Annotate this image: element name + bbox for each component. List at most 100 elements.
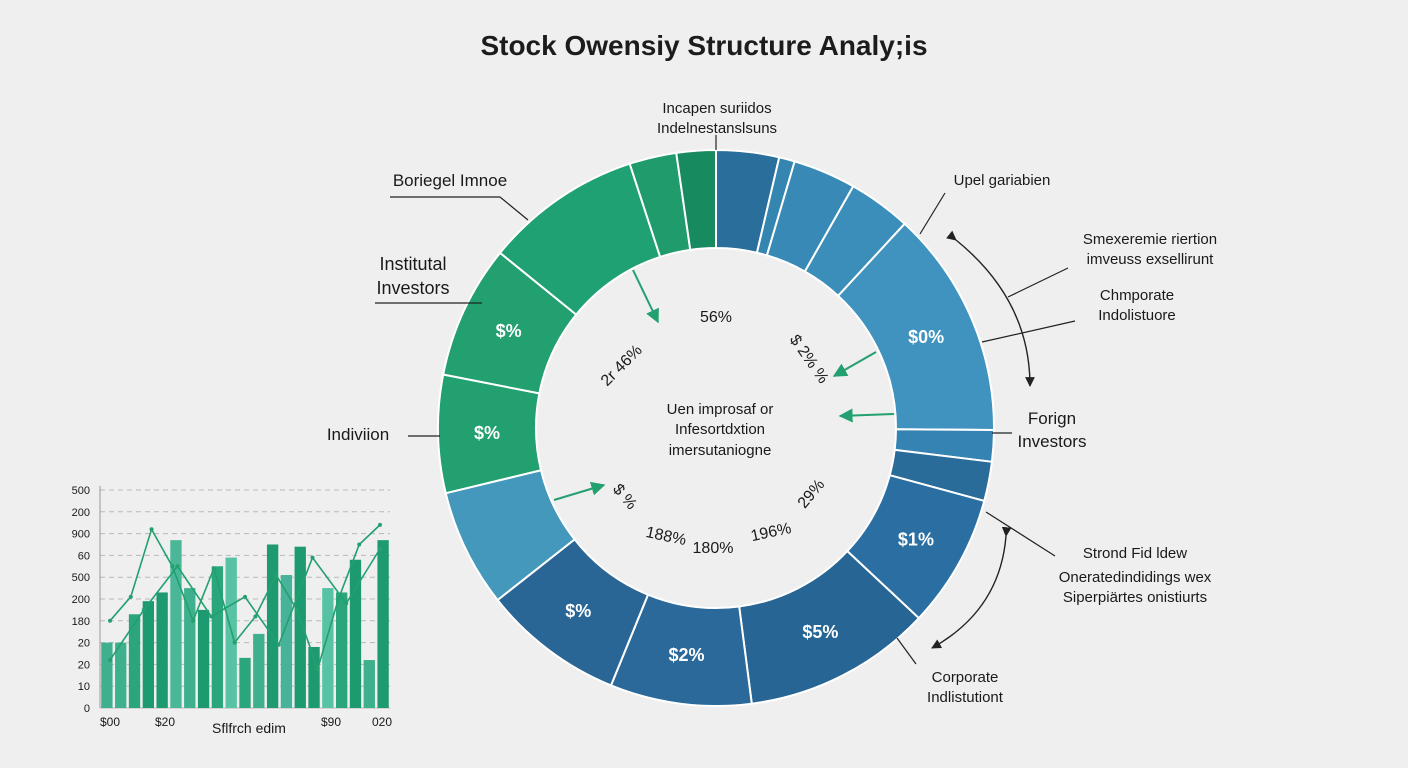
mini-line-point-1-4 — [243, 594, 247, 599]
mini-x-tick-3: 020 — [372, 715, 392, 729]
slice-label-13: $% — [496, 321, 522, 341]
mini-bar-14 — [294, 546, 306, 708]
mini-bar-19 — [363, 660, 375, 708]
leader-line-10 — [896, 637, 917, 665]
mini-line-point-0-6 — [232, 640, 237, 645]
mini-x-tick-2: $90 — [321, 715, 341, 729]
mini-line-point-0-13 — [378, 522, 382, 527]
mini-y-tick-10: 500 — [72, 485, 90, 497]
slice-label-10: $% — [565, 601, 591, 621]
smexeremie-label: Smexeremie riertion imveuss exsellirunt — [1082, 231, 1218, 269]
mini-line-point-0-7 — [253, 614, 258, 619]
slice-label-7: $1% — [898, 530, 934, 550]
mini-bar-6 — [184, 588, 196, 708]
mini-bar-18 — [349, 559, 362, 708]
mini-y-tick-6: 500 — [72, 572, 90, 584]
mini-y-tick-0: 0 — [84, 703, 90, 715]
mini-line-point-1-7 — [344, 601, 349, 606]
donut-slice-16 — [675, 148, 717, 251]
curved-arrow-lower — [931, 526, 1012, 649]
mini-line-point-0-1 — [128, 594, 133, 599]
mini-bar-1 — [115, 642, 127, 708]
strond-label: Strond Fid ldew — [1082, 545, 1188, 562]
mini-line-point-0-0 — [108, 618, 112, 623]
inner-percent-label-7: 29% — [795, 476, 829, 511]
mini-y-tick-3: 20 — [78, 638, 90, 650]
mini-x-tick-1: $20 — [155, 715, 175, 729]
leader-line-5 — [919, 192, 946, 235]
leader-line-6 — [1007, 267, 1069, 298]
mini-y-tick-9: 200 — [72, 507, 90, 519]
mini-x-axis-label: Sflfrch edim — [212, 720, 286, 736]
mini-bar-16 — [322, 588, 334, 708]
mini-bar-4 — [156, 592, 168, 708]
forign-investors-label: Forign Investors — [1017, 409, 1087, 451]
mini-y-tick-4: 180 — [72, 616, 90, 628]
mini-line-series-0 — [109, 524, 381, 672]
mini-y-tick-2: 20 — [78, 659, 90, 671]
curved-arrow-upper — [946, 230, 1035, 387]
mini-bar-20 — [377, 540, 389, 708]
mini-bar-5 — [170, 540, 182, 708]
leader-line-9 — [985, 511, 1056, 557]
mini-line-point-0-5 — [211, 566, 216, 571]
inner-percent-label-0: 56% — [700, 309, 732, 326]
leader-line-2 — [499, 196, 529, 221]
mini-line-point-1-5 — [276, 642, 281, 647]
mini-y-tick-7: 60 — [78, 550, 90, 562]
mini-line-point-1-1 — [141, 607, 146, 612]
mini-bar-0 — [101, 642, 113, 708]
mini-y-tick-8: 900 — [72, 529, 90, 541]
mini-line-point-1-6 — [310, 555, 315, 560]
mini-line-point-0-10 — [315, 666, 320, 671]
center-arrow-2 — [838, 408, 895, 423]
chmporate-label: Chmporate Indolistuore — [1098, 287, 1176, 325]
center-arrow-0 — [632, 269, 659, 324]
mini-line-point-0-8 — [274, 573, 279, 578]
center-arrow-3 — [553, 481, 606, 501]
mini-line-point-1-3 — [209, 614, 214, 619]
mini-bar-3 — [142, 601, 154, 708]
institutional-investors-label: Institutal Investors — [376, 254, 450, 299]
mini-x-tick-0: $00 — [100, 715, 120, 729]
mini-line-point-0-9 — [294, 607, 299, 612]
upel-label: Upel gariabien — [953, 172, 1051, 189]
indiviion-label: Indiviion — [326, 425, 390, 444]
slice-label-8: $5% — [802, 622, 838, 642]
mini-line-point-0-11 — [336, 597, 341, 601]
mini-bar-8 — [211, 566, 224, 708]
mini-bar-2 — [128, 614, 141, 708]
inner-percent-label-3: $ % — [609, 481, 640, 513]
inner-percent-label-1: 2r 46% — [598, 342, 646, 390]
mini-y-tick-1: 10 — [78, 681, 90, 693]
corporate-label: Corporate Indlistutiont — [927, 669, 1003, 707]
mini-bar-12 — [266, 544, 279, 708]
mini-line-point-1-2 — [175, 564, 180, 569]
mini-line-point-1-8 — [378, 546, 382, 551]
inner-percent-label-6: 196% — [749, 520, 793, 545]
onerated-label: Oneratedindidings wex Siperpiärtes onist… — [1058, 569, 1212, 607]
mini-bar-11 — [253, 633, 265, 708]
slice-label-12: $% — [474, 423, 500, 443]
mini-bar-7 — [197, 609, 210, 708]
mini-bar-13 — [280, 575, 293, 708]
mini-line-point-0-4 — [191, 618, 196, 623]
mini-y-tick-5: 200 — [72, 594, 90, 606]
inner-percent-label-4: 188% — [644, 524, 688, 549]
center-arrow-1 — [832, 351, 877, 377]
inner-percent-label-5: 180% — [693, 540, 734, 557]
slice-label-4: $0% — [908, 327, 944, 347]
slice-label-9: $2% — [669, 645, 705, 665]
boriegel-label: Boriegel Imnoe — [392, 171, 508, 190]
center-description: Uen improsaf or Infesortdxtion imersutan… — [666, 401, 774, 459]
inner-percent-label-2: $ 2% % — [786, 332, 832, 387]
mini-bar-15 — [308, 646, 320, 708]
mini-line-point-0-3 — [170, 564, 175, 569]
mini-bar-17 — [336, 592, 348, 708]
mini-line-point-0-12 — [357, 542, 362, 547]
mini-line-point-0-2 — [149, 527, 154, 532]
mini-bar-10 — [239, 657, 251, 708]
chart-title: Stock Owensiy Structure Analy;is — [480, 30, 928, 61]
mini-line-point-1-0 — [108, 658, 112, 663]
